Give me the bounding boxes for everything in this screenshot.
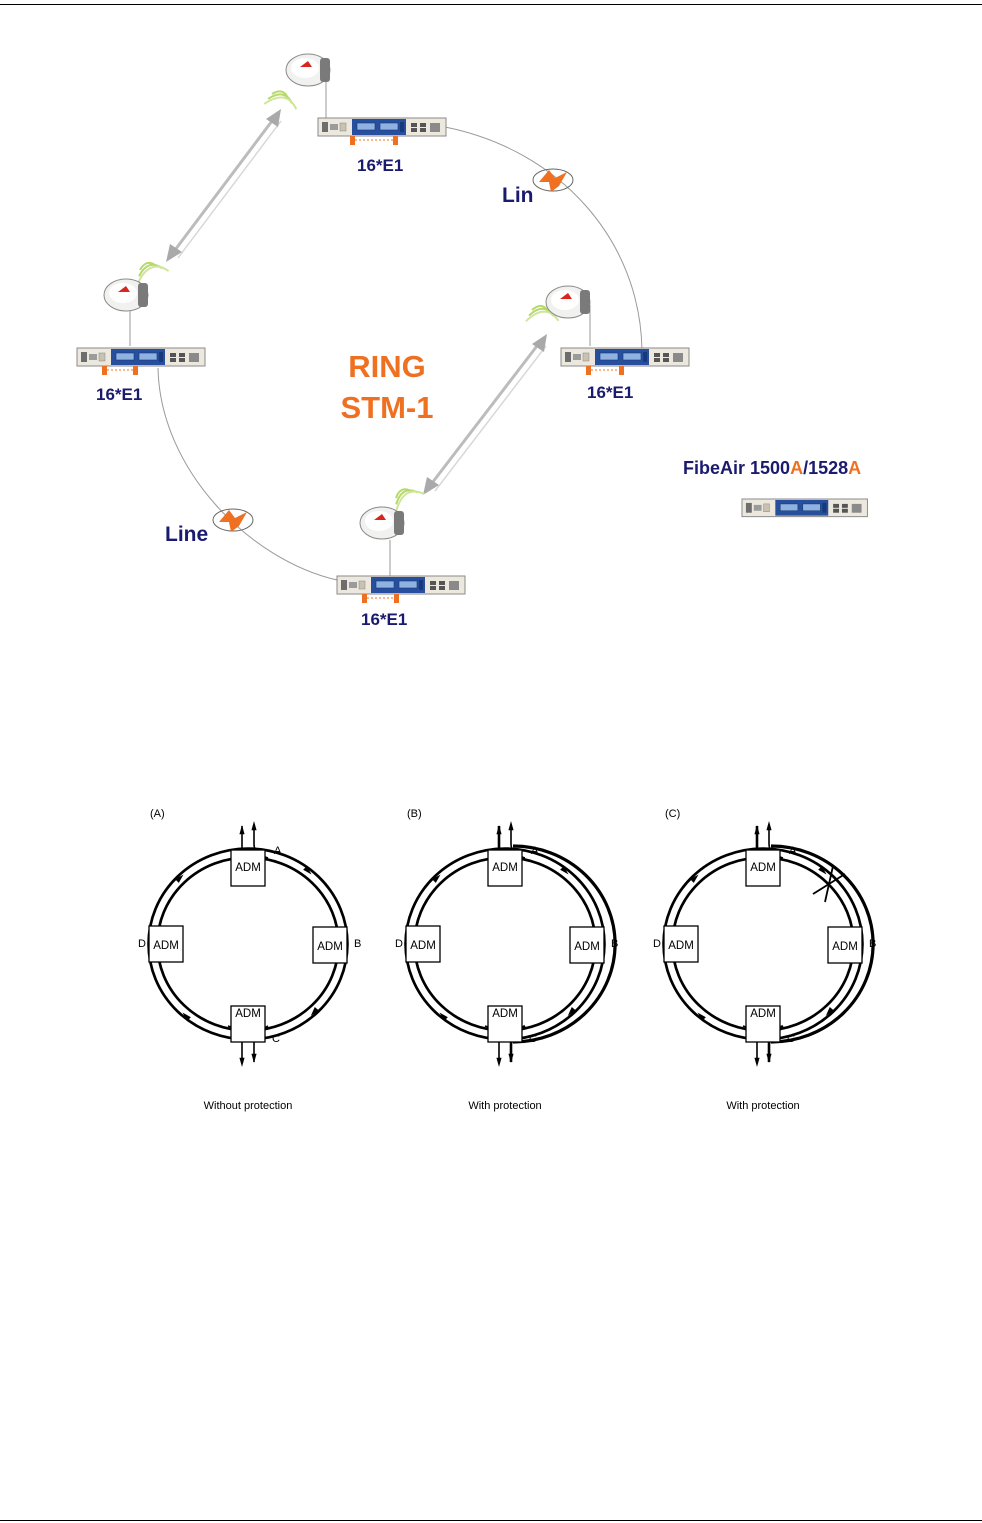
adm-label: ADM	[317, 941, 343, 953]
line-label: Lin	[502, 184, 534, 207]
adm-label: ADM	[235, 862, 261, 874]
ring-title: RING	[348, 349, 426, 384]
node-letter: B	[869, 938, 876, 950]
node-letter: D	[653, 938, 661, 950]
node-letter: C	[529, 1033, 537, 1045]
router-icon	[533, 169, 573, 192]
node-letter: B	[611, 938, 618, 950]
e1-label: 16*E1	[357, 156, 403, 175]
ring-panel: ADM ADM ADM ADM A B C D (C) With protection	[653, 808, 876, 1112]
indoor-unit-icon	[742, 499, 867, 517]
adm-label: ADM	[492, 1008, 518, 1020]
e1-label: 16*E1	[361, 610, 407, 629]
panel-label: (B)	[407, 808, 422, 820]
indoor-unit-icon	[318, 118, 446, 136]
e1-label: 16*E1	[587, 383, 633, 402]
ring-subtitle: STM-1	[341, 390, 434, 425]
adm-label: ADM	[235, 1008, 261, 1020]
indoor-unit-icon	[77, 348, 205, 366]
panel-label: (C)	[665, 808, 680, 820]
adm-label: ADM	[832, 941, 858, 953]
node-letter: D	[395, 938, 403, 950]
indoor-unit-icon	[561, 348, 689, 366]
ring-panel: ADM ADM ADM ADM A B C D (B) With protection	[395, 808, 618, 1112]
node-letter: C	[272, 1033, 280, 1045]
router-icon	[213, 509, 253, 532]
adm-label: ADM	[750, 1008, 776, 1020]
node-letter: C	[787, 1033, 795, 1045]
link-left-bottom	[158, 368, 337, 580]
node-letter: B	[354, 938, 361, 950]
node-letter: A	[789, 845, 797, 857]
e1-label: 16*E1	[96, 385, 142, 404]
panel-caption: With protection	[468, 1100, 541, 1112]
adm-label: ADM	[492, 862, 518, 874]
panel-label: (A)	[150, 808, 165, 820]
ring-panel: ADM ADM ADM ADM A B C D (A) Without protection	[138, 808, 361, 1112]
adm-label: ADM	[410, 940, 436, 952]
node-letter: A	[531, 845, 539, 857]
indoor-unit-icon	[337, 576, 465, 594]
antenna-icon	[264, 54, 330, 115]
product-label: FibeAir 1500A/1528A	[683, 458, 861, 478]
link-top-right	[445, 127, 642, 350]
antenna-icon	[360, 483, 426, 539]
radio-link-upper	[166, 109, 281, 262]
node-letter: D	[138, 938, 146, 950]
adm-label: ADM	[574, 941, 600, 953]
antenna-icon	[104, 260, 170, 311]
line-label: Line	[165, 523, 208, 546]
node-letter: A	[274, 845, 282, 857]
radio-link-lower	[423, 334, 547, 495]
adm-label: ADM	[750, 862, 776, 874]
panel-caption: Without protection	[204, 1100, 293, 1112]
adm-label: ADM	[153, 940, 179, 952]
panel-caption: With protection	[726, 1100, 799, 1112]
adm-label: ADM	[668, 940, 694, 952]
antenna-icon	[526, 286, 590, 327]
